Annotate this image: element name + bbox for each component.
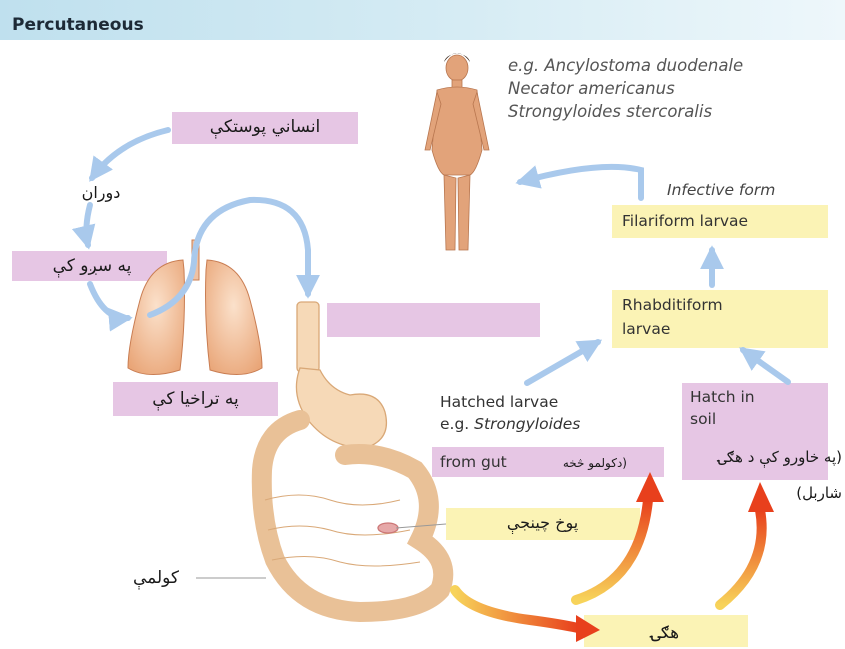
hatched-to-rhabditiform-arrow (527, 342, 598, 383)
rhabditiform-label-1: Rhabditiform (622, 296, 723, 315)
hatch-soil-label-2: soil (690, 410, 716, 429)
gut-to-eggs-arrowhead (576, 615, 600, 642)
hatched-label-1: Hatched larvae (440, 393, 558, 412)
soil-to-rhabditiform-arrow (743, 350, 788, 382)
empty-eggs-label: پوخ چینجې (450, 513, 635, 532)
gut-to-eggs-arrow (455, 590, 578, 628)
species-necator: Necator americanus (508, 77, 743, 100)
species-strongyloides: Strongyloides stercoralis (508, 100, 743, 123)
digestive-tract (262, 302, 444, 612)
species-list: e.g. Ancylostoma duodenale Necator ameri… (508, 54, 743, 123)
rhabditiform-label-2: larvae (622, 320, 670, 339)
from-gut-ps-label: (دکولمو څخه (507, 456, 627, 470)
hatch-soil-ps-label-1: (په خاورو کې د هګۍ (682, 448, 842, 466)
species-eg: e.g. Ancylostoma duodenale (508, 54, 743, 77)
hatched-label-2: e.g. Strongyloides (440, 415, 580, 434)
hatch-soil-label-1: Hatch in (690, 388, 755, 407)
filariform-to-human-arrow (520, 167, 641, 198)
hatch-soil-ps-label-2: شاربل) (762, 484, 842, 502)
eggs-to-hatched-arrowhead (636, 472, 664, 502)
human-figure (425, 53, 489, 250)
skin-to-circulation-arrow (92, 130, 168, 178)
eggs-to-soil-arrow (720, 510, 762, 605)
intestine-label: کولمې (116, 568, 196, 588)
lungs-label: په سږو کې (22, 256, 162, 276)
hatched-eg: e.g. (440, 415, 469, 433)
trachea-label: په تراخيا کې (118, 389, 273, 409)
lungs-to-alveoli-arrow (90, 284, 128, 318)
skin-label: انساني پوستکې (180, 117, 350, 137)
circulation-label: دوران (66, 183, 136, 202)
from-gut-label: from gut (440, 453, 507, 472)
infective-form-label: Infective form (667, 181, 775, 200)
eggs-label: هګۍ (630, 622, 700, 643)
filariform-label: Filariform larvae (622, 212, 748, 231)
circulation-to-lungs-arrow (86, 205, 90, 245)
hatched-species: Strongyloides (474, 415, 580, 433)
